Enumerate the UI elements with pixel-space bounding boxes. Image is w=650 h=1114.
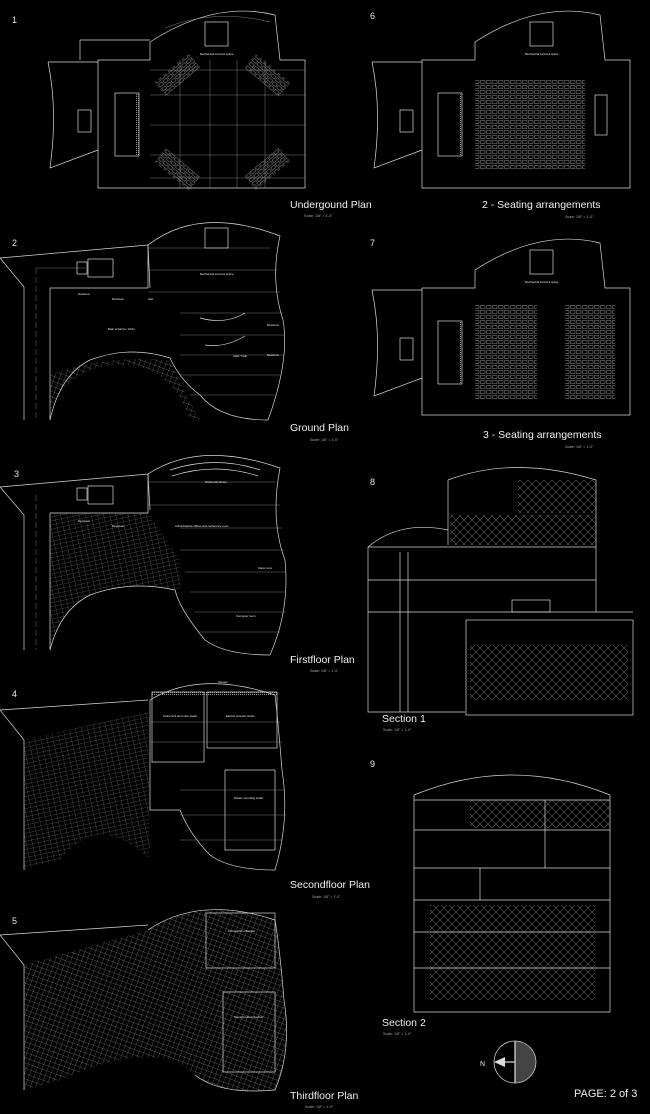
drawing-number: 2: [12, 238, 17, 248]
scale-note: Scale: 1/8" = 1'-0": [310, 438, 339, 442]
room-label: Multimedia library: [205, 480, 228, 484]
scale-note: Scale: 1/8" = 1'-0": [310, 669, 339, 673]
drawing-title: Firstfloor Plan: [290, 654, 355, 666]
section-1: 8 Section 1 Scale: 1/8" = 1'-0": [367, 467, 634, 732]
room-label: Composition chamber: [228, 929, 255, 933]
drawing-number: 6: [370, 11, 375, 21]
drawing-title: Section 2: [382, 1017, 426, 1029]
scale-note: Scale: 1/8" = 1'-0": [565, 215, 594, 219]
drawing-number: 7: [370, 238, 375, 248]
room-label: Restroom: [112, 524, 125, 528]
drawing-number: 1: [12, 15, 17, 25]
room-label: Electric acoustic studio: [226, 714, 255, 718]
scale-note: Scale: 1/8" = 1'-0": [383, 728, 412, 732]
room-label: Hall: [148, 297, 153, 301]
drawing-title: 3 - Seating arrangements: [483, 429, 601, 441]
room-label: Restroom: [78, 292, 91, 296]
drawing-title: Thirdfloor Plan: [290, 1090, 358, 1102]
room-label: Master recording studio: [234, 796, 264, 800]
room-label: Instrument and voice studio: [163, 714, 198, 718]
north-label: N: [480, 1061, 485, 1068]
drawing-number: 3: [14, 469, 19, 479]
room-label: Administrative offices and conference ro…: [175, 524, 229, 528]
drawing-title: Undergound Plan: [290, 199, 372, 211]
room-label: Main entrance / lobby: [108, 327, 135, 331]
scale-note: Scale: 1/8" = 1'-0": [565, 445, 594, 449]
drawing-number: 4: [12, 689, 17, 699]
room-label: Mechanical services space: [200, 272, 234, 276]
thirdfloor-plan: 5 Composition chamber Soundproofed chamb…: [0, 909, 358, 1109]
room-label: Restroom: [267, 323, 280, 327]
room-label: Restroom: [78, 519, 91, 523]
room-label: Restroom: [112, 297, 125, 301]
room-label: Mechanical services space: [200, 52, 234, 56]
room-label: Café / Club: [233, 354, 247, 358]
ground-plan: 2 Mechanical services space Main entranc…: [0, 222, 349, 442]
room-label: Computer room: [236, 614, 256, 618]
drawing-number: 8: [370, 477, 375, 487]
room-label: Mechanical services space: [525, 280, 559, 284]
page-label: PAGE: 2 of 3: [574, 1088, 637, 1100]
seating-arrangement-3: 7 Mechanical services space 3 - Seating …: [370, 238, 631, 449]
room-label: Restroom: [267, 353, 280, 357]
drawing-title: Secondfloor Plan: [290, 879, 370, 891]
section-2: 9 Section 2 Scale: 1/8" = 1'-0": [370, 759, 611, 1036]
scale-note: Scale: 1/8" = 1'-0": [304, 214, 333, 218]
scale-note: Scale: 1/8" = 1'-0": [383, 1032, 412, 1036]
drawing-title: Section 1: [382, 713, 426, 725]
room-label: Storage: [218, 680, 228, 684]
firstfloor-plan: 3 Multimedia library Administrative offi…: [0, 455, 355, 673]
seating-block: [475, 80, 585, 170]
room-label: Class room: [258, 566, 273, 570]
room-label: Mechanical services space: [525, 52, 559, 56]
diagonal-seating-rows: [154, 53, 291, 191]
drawing-number: 5: [12, 916, 17, 926]
drawing-title: Ground Plan: [290, 422, 349, 434]
seating-block: [565, 305, 615, 400]
seating-arrangement-2: 6 Mechanical services space 2 - Seating …: [370, 10, 631, 219]
underground-plan: 1 Mechanical services space Undergound P…: [12, 10, 372, 218]
drawing-number: 9: [370, 759, 375, 769]
secondfloor-plan: 4 Storage Instrument and voice studio El…: [0, 680, 370, 899]
room-label: Soundproofed chamber: [234, 1015, 263, 1019]
drawing-title: 2 - Seating arrangements: [482, 199, 600, 211]
scale-note: Scale: 1/8" = 1'-0": [305, 1105, 334, 1109]
seating-block: [475, 305, 537, 400]
scale-note: Scale: 1/8" = 1'-0": [312, 895, 341, 899]
north-arrow-icon: N: [480, 1040, 537, 1084]
